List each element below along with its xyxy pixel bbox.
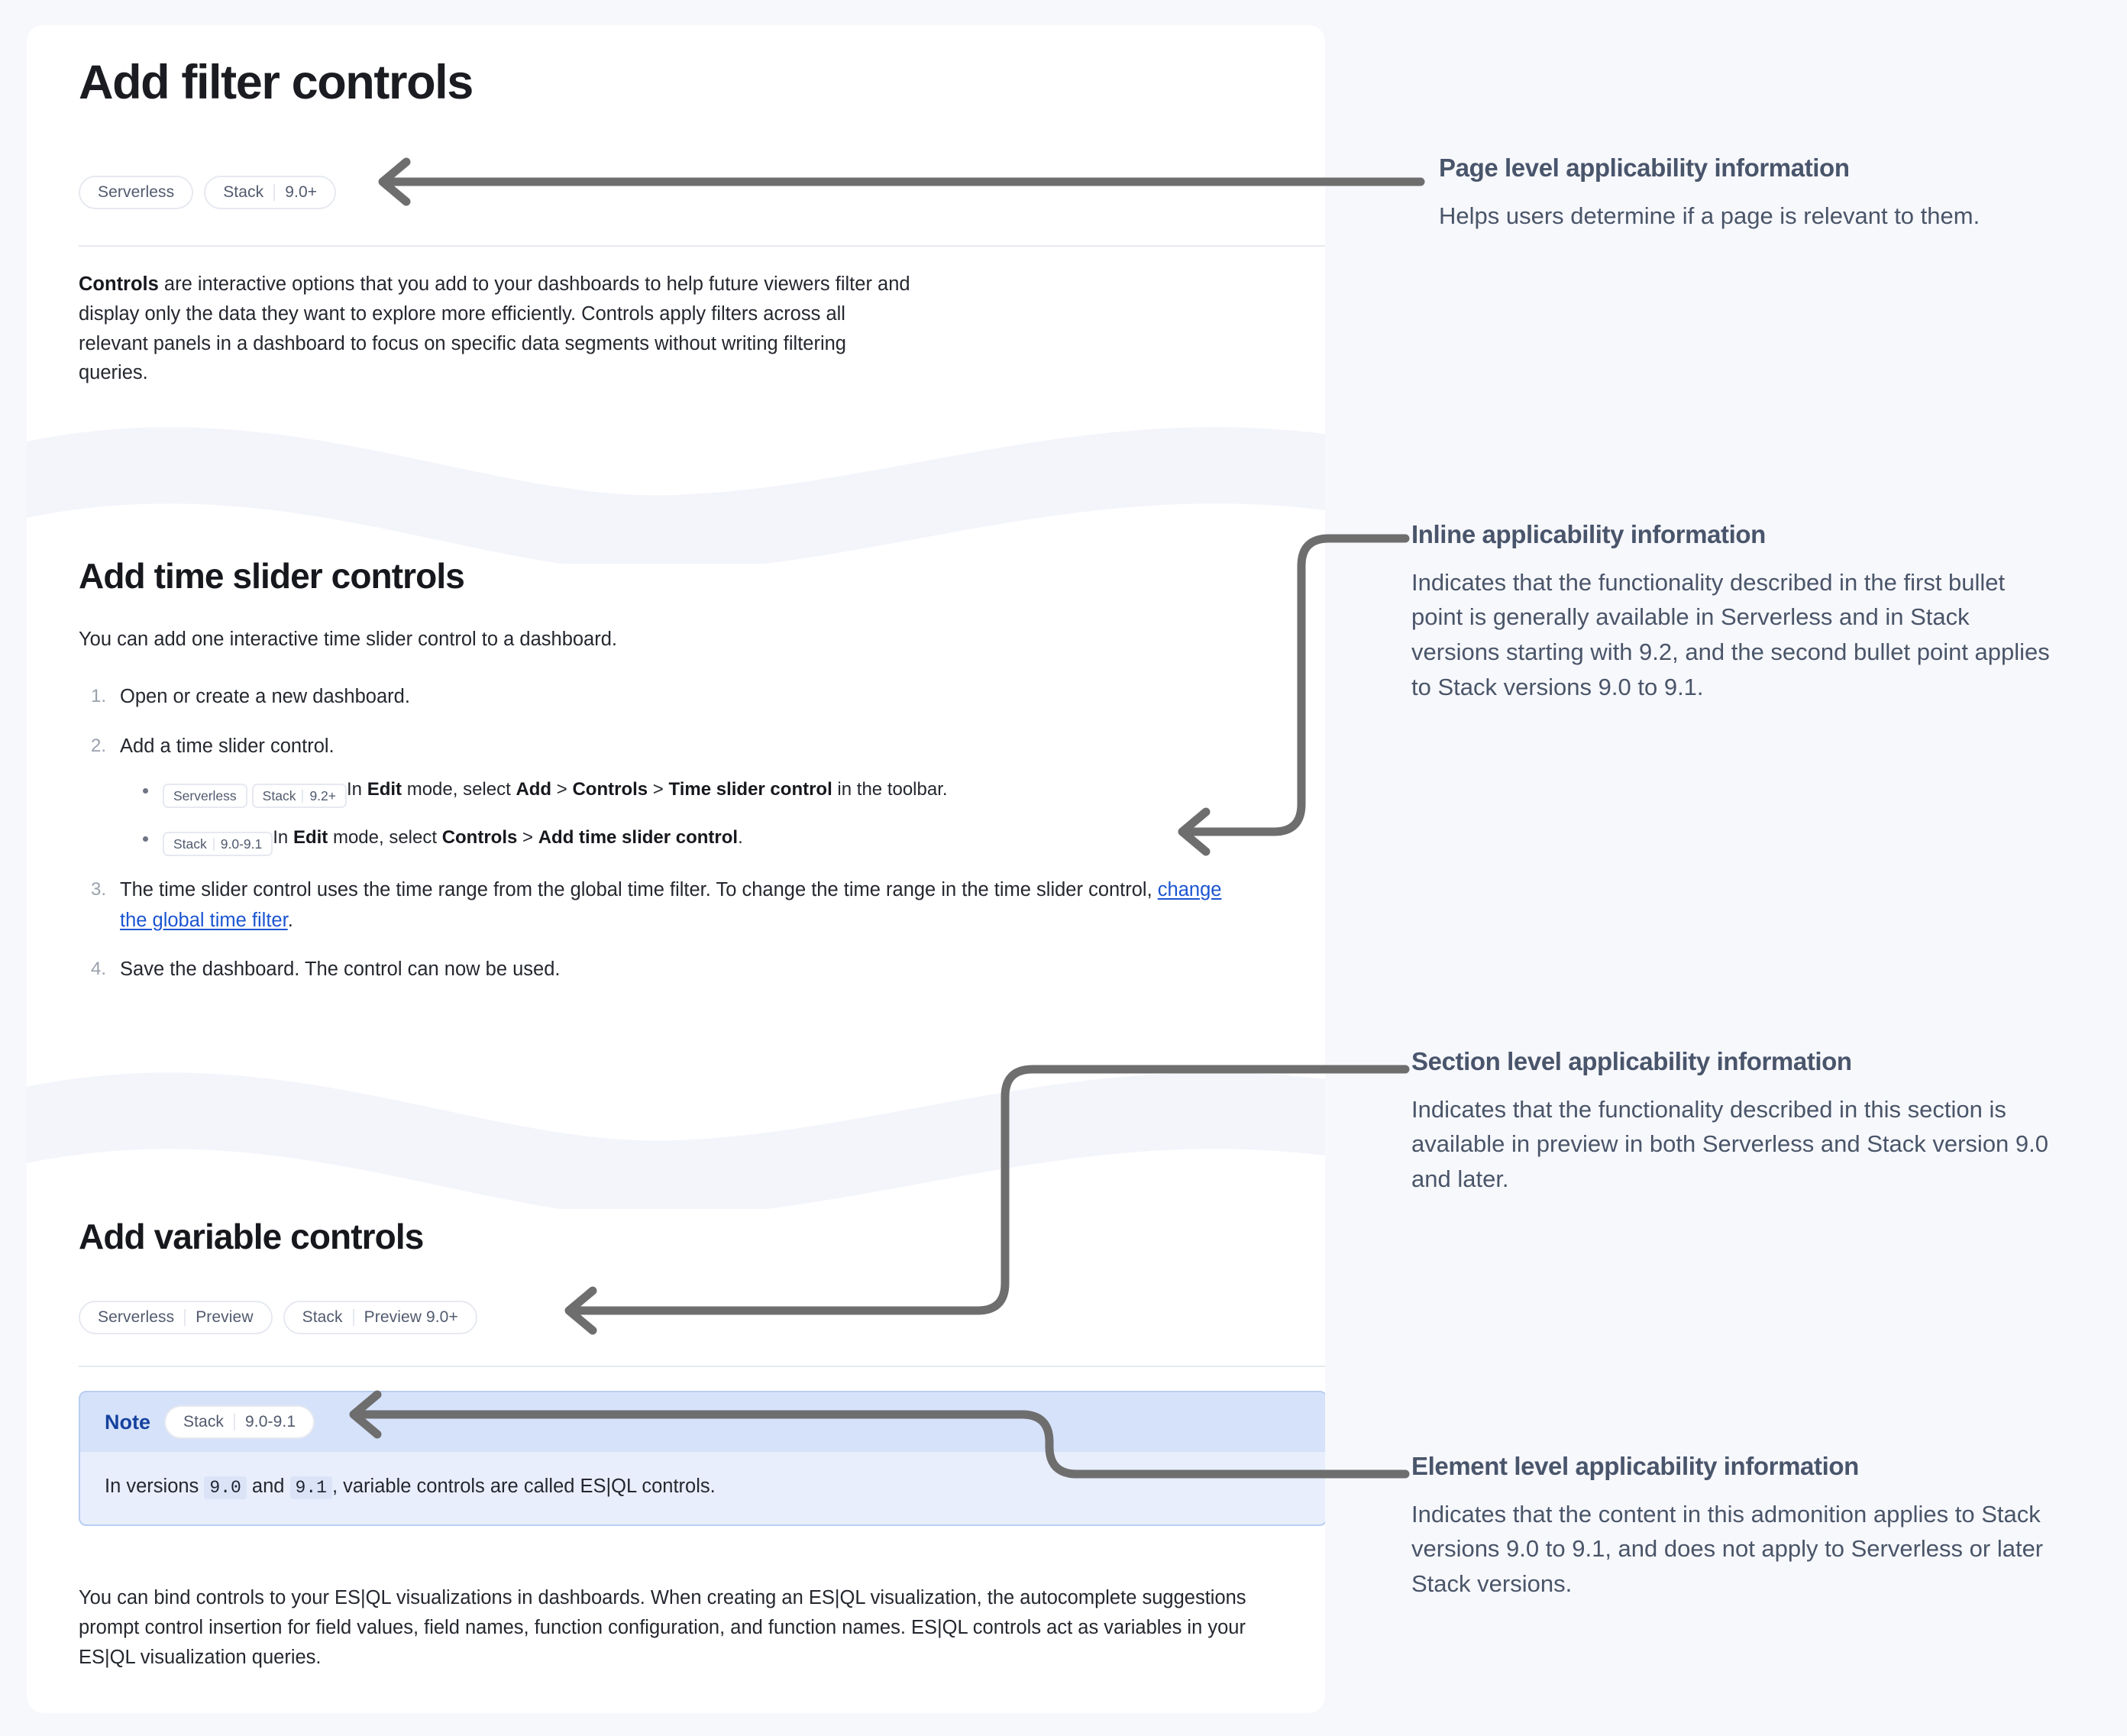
badge-segment: 9.0+	[285, 183, 318, 201]
annotation-title: Page level applicability information	[1439, 154, 1850, 182]
section-title-time-slider: Add time slider controls	[79, 556, 465, 596]
annotation-page-level: Page level applicability information Hel…	[1439, 153, 2050, 233]
bullet-item: Stack 9.0-9.1 In Edit mode, select Contr…	[143, 823, 1301, 857]
badge-segment: Preview	[196, 1308, 254, 1326]
badge-divider	[184, 1309, 186, 1326]
note-admonition: Note Stack 9.0-9.1 In versions 9.0 and 9…	[79, 1391, 1325, 1526]
badge-segment: Stack	[173, 836, 207, 852]
badge-segment: Stack	[183, 1413, 225, 1431]
badge-segment: Serverless	[173, 788, 237, 804]
badge-stack-preview-90[interactable]: Stack Preview 9.0+	[283, 1301, 477, 1334]
step-text: Open or create a new dashboard.	[120, 686, 410, 707]
header-divider	[79, 245, 1325, 247]
wave-separator-1	[27, 427, 1325, 564]
annotation-section-level: Section level applicability information …	[1411, 1046, 2053, 1197]
step-text: Save the dashboard. The control can now …	[120, 959, 561, 981]
badge-stack-version[interactable]: Stack 9.0+	[204, 176, 337, 209]
note-text: In versions	[105, 1476, 205, 1497]
note-body: In versions 9.0 and 9.1, variable contro…	[80, 1452, 1325, 1524]
badge-divider	[234, 1414, 236, 1431]
annotation-title: Section level applicability information	[1411, 1047, 1852, 1075]
step-text: The time slider control uses the time ra…	[120, 879, 1158, 901]
annotation-title: Inline applicability information	[1411, 520, 1766, 548]
badge-segment: 9.0-9.1	[220, 836, 263, 852]
bullet-text: In	[273, 827, 293, 849]
wave-separator-2	[27, 1072, 1325, 1209]
bullet-bold: Add time slider control	[538, 827, 739, 849]
badge-segment: Preview 9.0+	[364, 1308, 458, 1326]
badge-segment: Stack	[223, 183, 264, 201]
annotation-inline: Inline applicability information Indicat…	[1411, 519, 2053, 705]
step-item: Open or create a new dashboard.	[91, 682, 1301, 713]
bullet-bold: Edit	[293, 827, 328, 849]
annotation-panel-background	[1344, 0, 2127, 1736]
badge-segment: Serverless	[98, 183, 175, 201]
step-text: Add a time slider control.	[120, 735, 335, 757]
note-text: , variable controls are called ES|QL con…	[331, 1476, 716, 1497]
step-item: Add a time slider control. Serverless St…	[91, 732, 1301, 857]
section-applicability-badges: Serverless Preview Stack Preview 9.0+	[79, 1301, 477, 1334]
badge-serverless-preview[interactable]: Serverless Preview	[79, 1301, 273, 1334]
bullet-text: >	[551, 779, 573, 800]
badge-segment: 9.0-9.1	[245, 1413, 296, 1431]
bullet-text: >	[517, 827, 538, 849]
section-divider	[79, 1366, 1325, 1367]
bullet-bold: Add	[516, 779, 552, 800]
note-text: and	[246, 1476, 290, 1497]
global-time-filter-link[interactable]: change the global time filter	[120, 879, 1222, 931]
badge-divider	[212, 837, 215, 851]
step-item: Save the dashboard. The control can now …	[91, 955, 1301, 985]
page-title: Add filter controls	[79, 56, 474, 109]
time-slider-substeps: Serverless Stack 9.2+ In Edit mode, sele…	[120, 775, 1301, 857]
intro-paragraph: Controls are interactive options that yo…	[79, 270, 919, 388]
badge-divider	[352, 1309, 354, 1326]
variable-controls-paragraph: You can bind controls to your ES|QL visu…	[79, 1587, 1246, 1668]
page-applicability-badges: Serverless Stack 9.0+	[79, 176, 337, 209]
time-slider-steps: Open or create a new dashboard. Add a ti…	[79, 682, 1301, 985]
step-item: The time slider control uses the time ra…	[91, 875, 1235, 936]
note-label: Note	[105, 1410, 150, 1434]
bullet-text: in the toolbar.	[832, 779, 948, 800]
badge-serverless[interactable]: Serverless	[79, 176, 194, 209]
annotation-title: Element level applicability information	[1411, 1452, 1859, 1480]
step-text: .	[287, 909, 293, 931]
badge-segment: Stack	[302, 1308, 343, 1326]
bullet-item: Serverless Stack 9.2+ In Edit mode, sele…	[143, 775, 1301, 809]
bullet-bold: Edit	[367, 779, 402, 800]
inline-badge-stack-92[interactable]: Stack 9.2+	[251, 784, 347, 809]
bullet-bold: Controls	[572, 779, 648, 800]
intro-rest: are interactive options that you add to …	[79, 273, 910, 384]
bullet-text: >	[648, 779, 669, 800]
bullet-text: mode, select	[402, 779, 516, 800]
bullet-text: mode, select	[328, 827, 442, 849]
annotation-body: Helps users determine if a page is relev…	[1439, 202, 1980, 229]
annotation-body: Indicates that the content in this admon…	[1411, 1500, 2044, 1598]
badge-segment: Serverless	[98, 1308, 175, 1326]
inline-badge-serverless[interactable]: Serverless	[163, 784, 247, 809]
inline-badge-stack-90-91[interactable]: Stack 9.0-9.1	[163, 832, 273, 857]
code-version-91: 9.1	[289, 1476, 332, 1499]
annotation-body: Indicates that the functionality describ…	[1411, 1095, 2049, 1193]
note-header: Note Stack 9.0-9.1	[80, 1392, 1325, 1452]
bullet-bold: Time slider control	[668, 779, 832, 800]
time-slider-intro: You can add one interactive time slider …	[79, 629, 617, 650]
note-badge-stack-90-91[interactable]: Stack 9.0-9.1	[164, 1405, 315, 1439]
documentation-page-card: Add filter controls Serverless Stack 9.0…	[27, 25, 1325, 1713]
bullet-text: In	[347, 779, 367, 800]
intro-lead-term: Controls	[79, 273, 159, 295]
badge-divider	[302, 789, 304, 803]
badge-segment: Stack	[262, 788, 296, 804]
annotation-element-level: Element level applicability information …	[1411, 1451, 2068, 1602]
bullet-text: .	[738, 827, 743, 849]
annotation-body: Indicates that the functionality describ…	[1411, 568, 2050, 701]
code-version-90: 9.0	[204, 1476, 247, 1499]
section-title-variable-controls: Add variable controls	[79, 1217, 424, 1256]
bullet-bold: Controls	[441, 827, 518, 849]
badge-segment: 9.2+	[309, 788, 337, 804]
badge-divider	[273, 184, 276, 201]
